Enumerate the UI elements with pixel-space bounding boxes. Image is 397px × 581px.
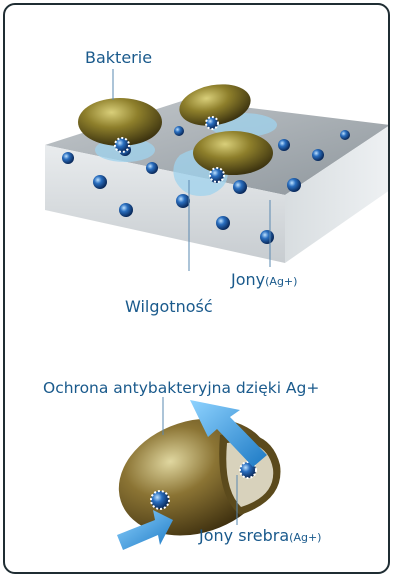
label-ions-sub: (Ag+) (265, 275, 297, 288)
label-silver-ions-sub: (Ag+) (289, 531, 321, 544)
label-moisture: Wilgotność (125, 298, 213, 316)
label-bacteria: Bakterie (85, 49, 152, 67)
label-silver-ions-text: Jony srebra (199, 526, 289, 545)
label-protection: Ochrona antybakteryjna dzięki Ag+ (43, 379, 319, 397)
diagram-artwork (5, 5, 390, 574)
label-silver-ions: Jony srebra(Ag+) (199, 527, 321, 547)
diagram-frame: Bakterie Jony(Ag+) Wilgotność Ochrona an… (3, 3, 390, 574)
label-ions-text: Jony (231, 270, 265, 289)
label-ions: Jony(Ag+) (231, 271, 297, 291)
